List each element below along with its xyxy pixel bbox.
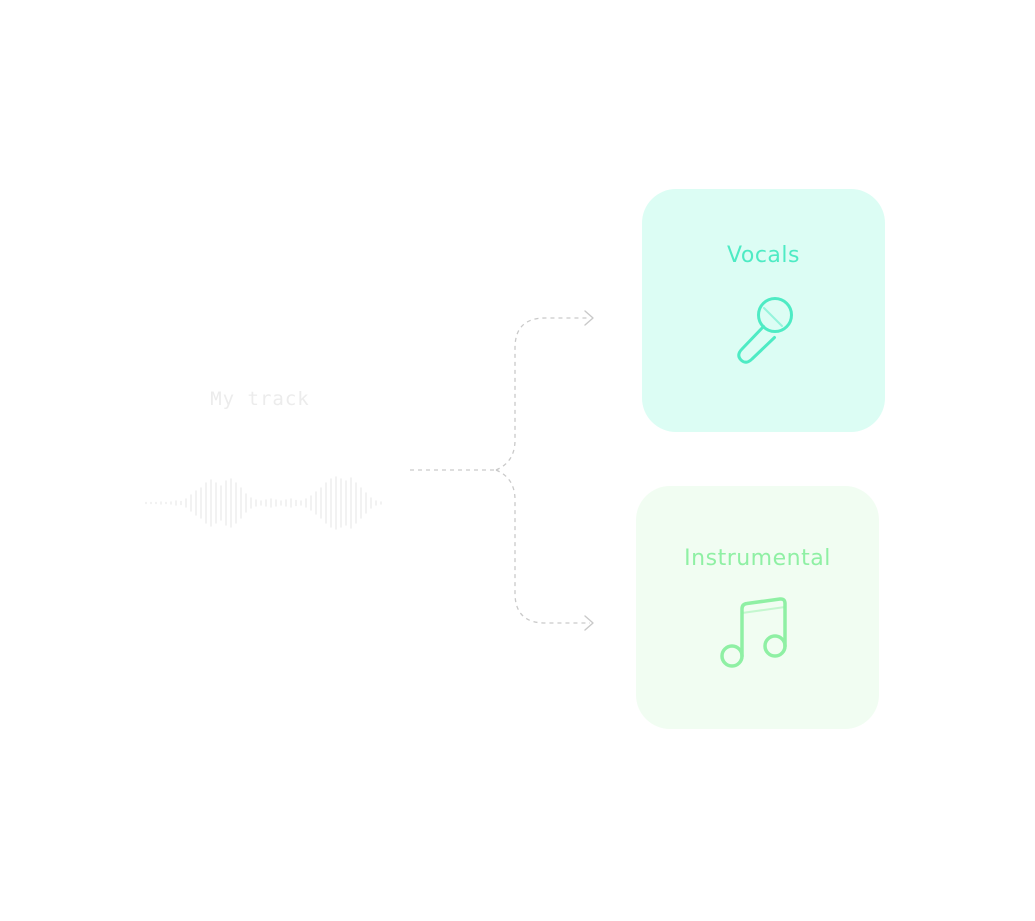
arrowhead-bottom-icon xyxy=(584,615,594,631)
waveform-icon xyxy=(145,476,382,530)
instrumental-card-title: Instrumental xyxy=(684,546,831,571)
instrumental-card: Instrumental xyxy=(636,486,879,729)
microphone-icon xyxy=(736,297,793,364)
source-track-label: My track xyxy=(210,388,310,410)
connector-branch-bottom xyxy=(495,469,590,624)
vocals-card-title: Vocals xyxy=(727,243,800,268)
vocals-card: Vocals xyxy=(642,189,885,432)
connector-branch-top xyxy=(495,317,590,471)
arrowhead-top-icon xyxy=(584,310,594,326)
music-note-icon xyxy=(719,597,787,668)
